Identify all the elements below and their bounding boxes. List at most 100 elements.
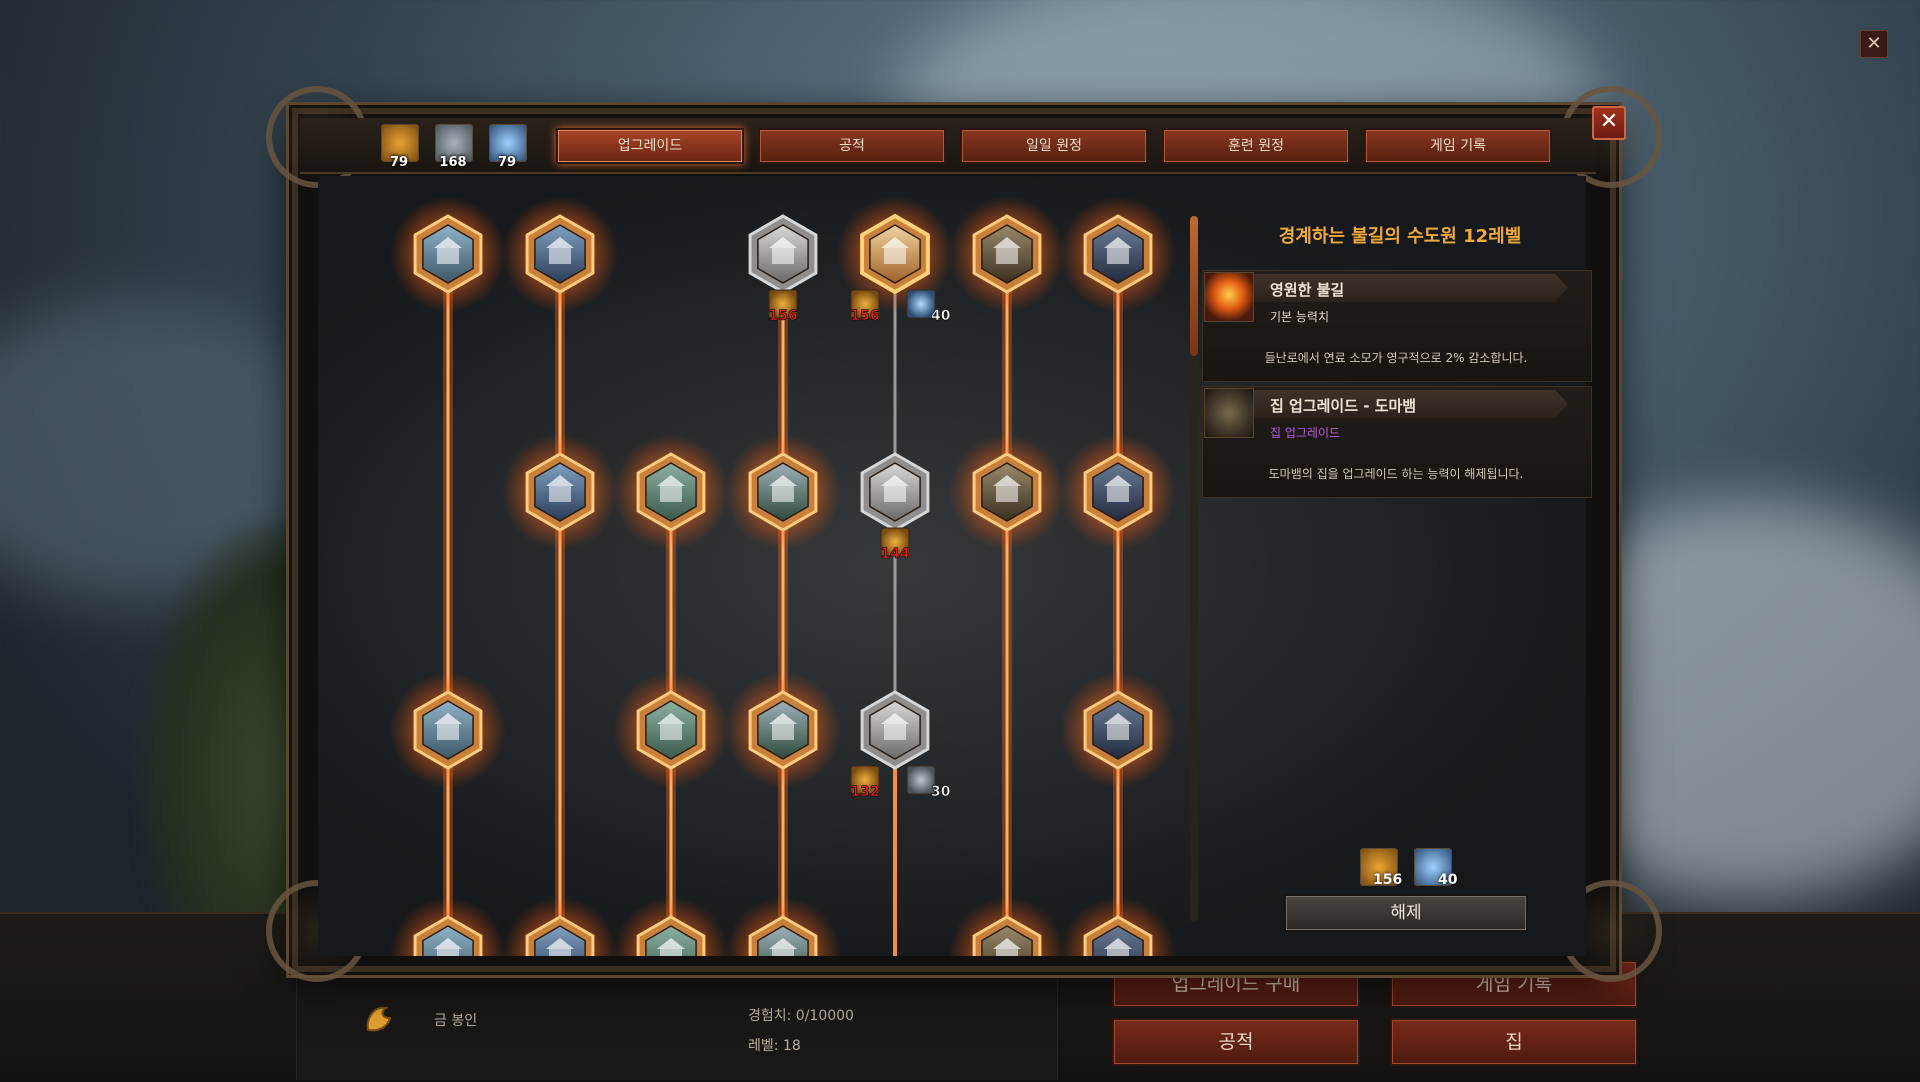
building-roof-icon (546, 938, 574, 949)
cost-value: 132 (850, 784, 879, 800)
building-icon (549, 248, 571, 264)
building-roof-icon (881, 475, 909, 486)
node-cost: 156 (768, 289, 798, 324)
building-icon (437, 724, 459, 740)
building-icon (660, 949, 682, 956)
ability-card-header (1250, 390, 1568, 418)
building-roof-icon (881, 713, 909, 724)
upgrade-node-house[interactable] (502, 196, 618, 312)
building-icon (660, 486, 682, 502)
upgrade-node-snow[interactable] (390, 897, 506, 956)
ability-description: 들난로에서 연료 소모가 영구적으로 2% 감소합니다. (1264, 351, 1528, 365)
building-icon (437, 248, 459, 264)
upgrade-node-tower[interactable] (613, 672, 729, 788)
gold-seal-icon (768, 289, 798, 319)
cost-value: 30 (931, 784, 951, 800)
tree-scroll-thumb[interactable] (1190, 216, 1198, 356)
experience-text: 경험치: 0/10000 (748, 1008, 854, 1024)
gold-seal-icon (381, 124, 419, 162)
upgrade-node-temple-locked[interactable] (748, 214, 818, 294)
unlock-cost-value: 40 (1438, 872, 1458, 888)
building-icon (1107, 486, 1129, 502)
upgrade-node-night[interactable] (1060, 672, 1176, 788)
building-icon (1107, 949, 1129, 956)
building-roof-icon (1104, 237, 1132, 248)
tree-scrollbar[interactable] (1190, 216, 1198, 922)
upgrade-node-tower[interactable] (613, 897, 729, 956)
building-roof-icon (434, 237, 462, 248)
building-roof-icon (769, 713, 797, 724)
ability-card-header (1250, 274, 1568, 302)
crystal-icon (1414, 848, 1452, 886)
upgrade-node-mill[interactable] (949, 897, 1065, 956)
upgrade-node-temple-selected[interactable] (837, 196, 953, 312)
building-icon (996, 248, 1018, 264)
upgrade-node-snow[interactable] (390, 196, 506, 312)
gold-seal-icon (880, 527, 910, 557)
building-icon (884, 486, 906, 502)
building-roof-icon (769, 475, 797, 486)
upgrade-node-tower[interactable] (613, 434, 729, 550)
building-roof-icon (769, 938, 797, 949)
upgrade-node-night[interactable] (1060, 196, 1176, 312)
ability-name: 집 업그레이드 - 도마뱀 (1270, 397, 1417, 415)
resource-count: 168 (439, 155, 467, 170)
node-cost: 40 (906, 289, 951, 324)
building-icon (772, 486, 794, 502)
tab-training-expedition[interactable]: 훈련 원정 (1162, 128, 1350, 164)
upgrade-node-church[interactable] (725, 897, 841, 956)
upgrade-node-night[interactable] (1060, 897, 1176, 956)
unlock-button[interactable]: 해제 (1284, 894, 1528, 932)
tab-game-log[interactable]: 게임 기록 (1364, 128, 1552, 164)
gold-seal-icon (850, 289, 880, 319)
building-roof-icon (1104, 713, 1132, 724)
upgrade-node-house[interactable] (502, 434, 618, 550)
selected-upgrade-title: 경계하는 불길의 수도원 12레벨 (1278, 226, 1522, 247)
building-roof-icon (1104, 938, 1132, 949)
achievements-button[interactable]: 공적 (1112, 1018, 1360, 1066)
building-icon (772, 724, 794, 740)
unlock-cost-value: 156 (1373, 872, 1403, 888)
cost-value: 156 (768, 308, 797, 324)
upgrade-node-snow[interactable] (390, 672, 506, 788)
upgrade-node-church[interactable] (725, 672, 841, 788)
building-icon (884, 724, 906, 740)
upgrade-node-church[interactable] (725, 434, 841, 550)
tab-daily-expedition[interactable]: 일일 원정 (960, 128, 1148, 164)
crystal-icon (489, 124, 527, 162)
upgrade-node-night[interactable] (1060, 434, 1176, 550)
building-icon (996, 949, 1018, 956)
building-roof-icon (657, 713, 685, 724)
ability-description: 도마뱀의 집을 업그레이드 하는 능력이 해제됩니다. (1268, 467, 1524, 481)
tab-upgrade[interactable]: 업그레이드 (556, 128, 744, 164)
upgrade-node-temple-locked[interactable] (860, 452, 930, 532)
node-cost: 132 (850, 765, 880, 800)
fire-icon (1204, 272, 1254, 322)
house-button[interactable]: 집 (1390, 1018, 1638, 1066)
building-roof-icon (993, 475, 1021, 486)
node-cost: 30 (906, 765, 951, 800)
dialog-close-button[interactable]: ✕ (1592, 106, 1626, 140)
upgrade-node-mill[interactable] (949, 434, 1065, 550)
seal-label: 금 봉인 (434, 1013, 478, 1029)
building-icon (437, 949, 459, 956)
screen-close-button[interactable]: ✕ (1860, 30, 1888, 58)
building-icon (1107, 724, 1129, 740)
silver-house-icon (906, 765, 936, 795)
tab-achievements[interactable]: 공적 (758, 128, 946, 164)
upgrade-node-mill[interactable] (949, 196, 1065, 312)
ability-name: 영원한 불길 (1270, 281, 1345, 299)
building-roof-icon (434, 713, 462, 724)
upgrade-node-house[interactable] (502, 897, 618, 956)
building-roof-icon (993, 237, 1021, 248)
cost-value: 40 (931, 308, 951, 324)
building-roof-icon (769, 237, 797, 248)
building-icon (1107, 248, 1129, 264)
silver-house-icon (435, 124, 473, 162)
gold-seal-icon (1360, 848, 1398, 886)
building-roof-icon (657, 475, 685, 486)
upgrade-node-temple-locked[interactable] (860, 690, 930, 770)
resource-count: 79 (389, 155, 409, 170)
building-roof-icon (434, 938, 462, 949)
node-cost: 144 (880, 527, 910, 562)
